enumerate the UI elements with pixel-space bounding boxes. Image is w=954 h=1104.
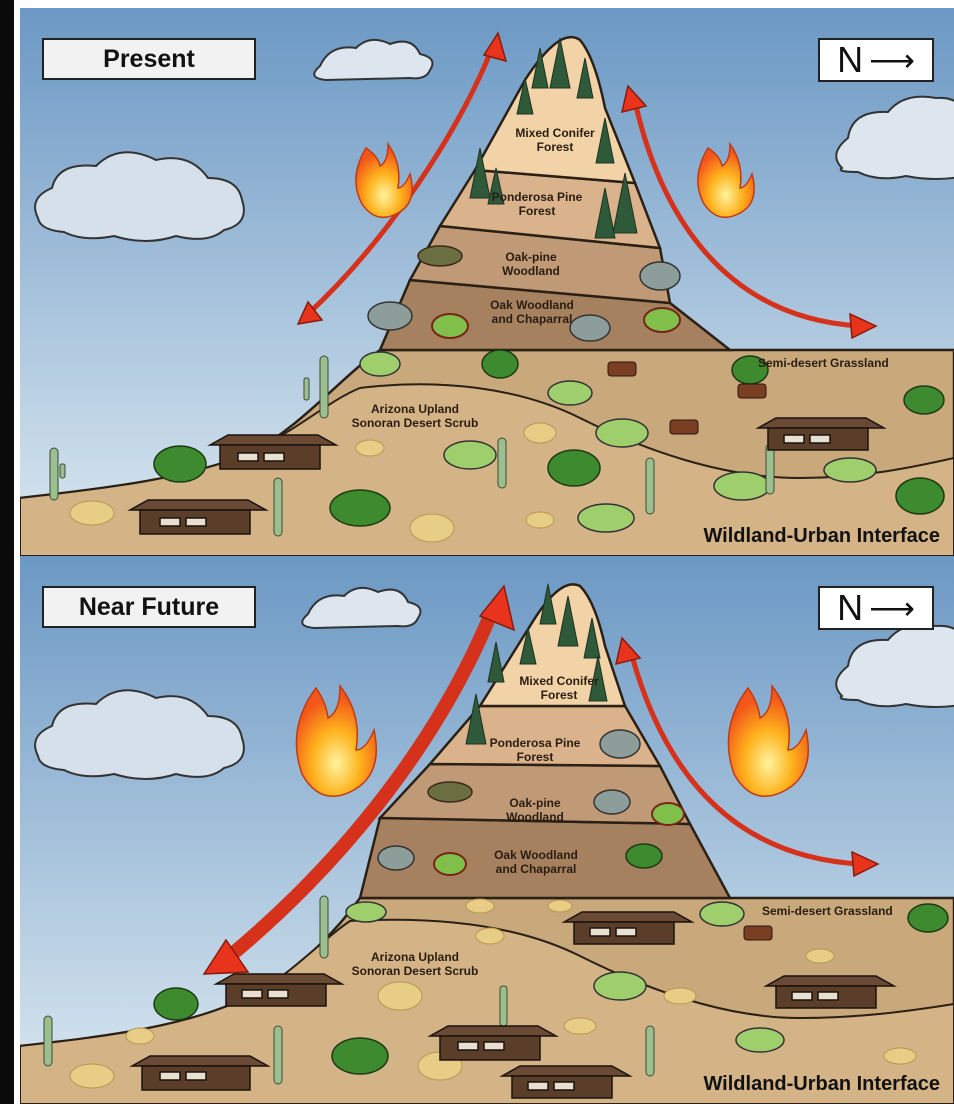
panel-present: Present N ⟶ Mixed Conifer Forest Pondero… bbox=[20, 8, 954, 556]
arrow-right-icon: ⟶ bbox=[869, 42, 915, 78]
conifer-trees bbox=[465, 583, 608, 745]
zone-label-oak-woodland: Oak Woodland and Chaparral bbox=[494, 848, 578, 876]
fire-icon bbox=[295, 683, 810, 797]
fire-icon bbox=[355, 141, 755, 219]
cloud bbox=[313, 38, 434, 82]
panel-label-present: Present bbox=[42, 38, 256, 80]
zone-label-ponderosa: Ponderosa Pine Forest bbox=[491, 190, 583, 218]
oak-trees bbox=[153, 245, 945, 533]
zone-label-mixed-conifer: Mixed Conifer Forest bbox=[515, 126, 595, 154]
zone-label-ponderosa: Ponderosa Pine Forest bbox=[489, 736, 581, 764]
zone-label-sonoran: Arizona Upland Sonoran Desert Scrub bbox=[351, 402, 479, 430]
zone-label-oak-woodland: Oak Woodland and Chaparral bbox=[490, 298, 574, 326]
panel-near-future: Near Future N ⟶ Mixed Conifer Forest Pon… bbox=[20, 556, 954, 1104]
present-scene bbox=[20, 8, 954, 556]
north-letter: N bbox=[837, 39, 864, 80]
wildland-urban-interface-label: Wildland-Urban Interface bbox=[703, 1073, 940, 1095]
cattle bbox=[607, 361, 767, 435]
fire-spread-arrows bbox=[225, 613, 861, 962]
arrowheads bbox=[296, 31, 878, 340]
panel-label-near-future: Near Future bbox=[42, 586, 256, 628]
north-indicator: N ⟶ bbox=[818, 586, 934, 630]
cloud bbox=[34, 151, 245, 242]
future-scene bbox=[20, 556, 954, 1104]
zone-label-semi-desert: Semi-desert Grassland bbox=[762, 904, 893, 918]
houses bbox=[127, 417, 887, 535]
wildland-urban-interface-label: Wildland-Urban Interface bbox=[703, 525, 940, 547]
cloud bbox=[301, 586, 422, 630]
cloud bbox=[835, 95, 954, 180]
houses bbox=[129, 911, 897, 1099]
arrow-right-icon: ⟶ bbox=[869, 590, 915, 626]
zone-label-sonoran: Arizona Upland Sonoran Desert Scrub bbox=[351, 950, 479, 978]
conifer-trees bbox=[469, 37, 638, 239]
north-indicator: N ⟶ bbox=[818, 38, 934, 82]
fire-spread-arrows bbox=[306, 52, 861, 329]
zone-label-oak-pine: Oak-pine Woodland bbox=[502, 250, 560, 278]
arrowheads bbox=[202, 584, 880, 975]
cloud bbox=[835, 623, 954, 708]
zone-label-semi-desert: Semi-desert Grassland bbox=[758, 356, 889, 370]
zone-label-mixed-conifer: Mixed Conifer Forest bbox=[519, 674, 599, 702]
saguaro-cacti bbox=[49, 355, 775, 537]
oak-trees bbox=[153, 729, 949, 1075]
left-border-bar bbox=[0, 0, 14, 1104]
cattle bbox=[743, 925, 773, 941]
zone-label-oak-pine: Oak-pine Woodland bbox=[506, 796, 564, 824]
north-letter: N bbox=[837, 587, 864, 628]
cloud bbox=[34, 689, 245, 780]
saguaro-cacti bbox=[43, 895, 655, 1085]
